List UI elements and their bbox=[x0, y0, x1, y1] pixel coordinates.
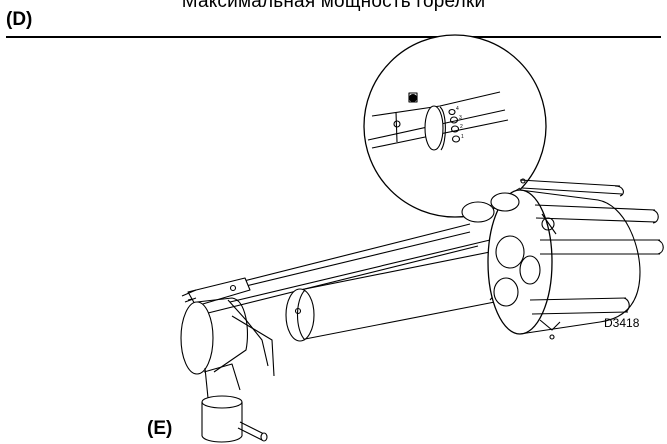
left-elbow bbox=[180, 277, 275, 443]
scale-mark-4: 4 bbox=[456, 106, 459, 112]
scale-marks bbox=[448, 108, 461, 143]
scale-mark-1: 1 bbox=[461, 134, 464, 140]
detail-magnifier: 4 3 2 1 bbox=[363, 34, 547, 218]
scale-mark-2: 2 bbox=[460, 124, 463, 130]
page-title-partial: Максимальная мощность горелки bbox=[181, 0, 486, 12]
header-divider bbox=[6, 36, 661, 38]
part-label: (E) bbox=[147, 418, 173, 439]
burner-head bbox=[461, 178, 664, 340]
drawing-code: D3418 bbox=[604, 316, 640, 330]
scale-mark-3: 3 bbox=[459, 115, 462, 121]
section-label: (D) bbox=[6, 9, 33, 30]
